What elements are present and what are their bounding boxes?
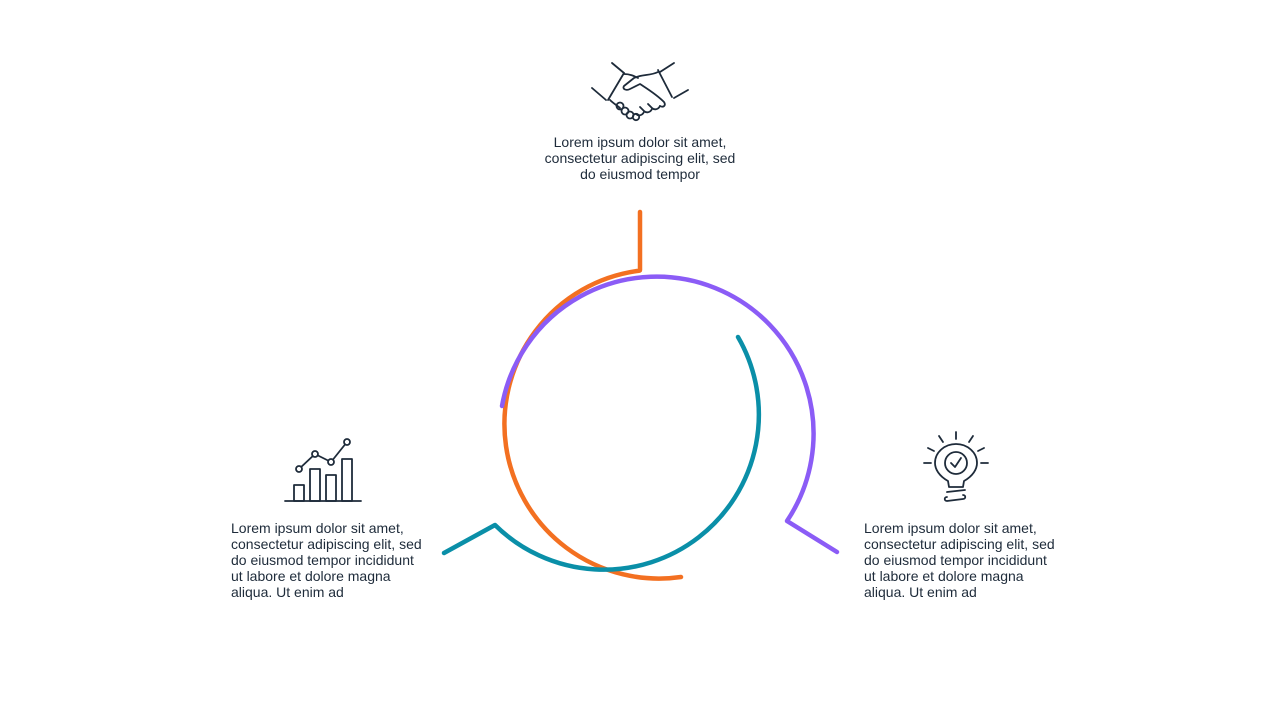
- bar-chart-icon: [283, 436, 365, 504]
- top-line-2: consectetur adipiscing elit, sed: [544, 150, 736, 166]
- handshake-icon: [588, 60, 692, 122]
- top-line-3: do eiusmod tempor: [580, 166, 700, 182]
- top-line-1: Lorem ipsum dolor sit amet,: [553, 134, 727, 150]
- top-description: Lorem ipsum dolor sit amet, consectetur …: [520, 134, 760, 182]
- teal-arc: [441, 334, 762, 572]
- left-line-2: consectetur adipiscing elit, sed: [231, 536, 422, 552]
- right-line-3: do eiusmod tempor incididunt: [864, 552, 1047, 568]
- orange-arc: [502, 209, 684, 581]
- left-line-1: Lorem ipsum dolor sit amet,: [231, 520, 404, 536]
- left-description: Lorem ipsum dolor sit amet, consectetur …: [231, 520, 451, 600]
- right-line-4: ut labore et dolore magna: [864, 568, 1024, 584]
- right-line-5: aliqua. Ut enim ad: [864, 584, 977, 600]
- left-line-3: do eiusmod tempor incididunt: [231, 552, 414, 568]
- left-line-5: aliqua. Ut enim ad: [231, 584, 344, 600]
- purple-arc: [499, 274, 840, 555]
- right-line-2: consectetur adipiscing elit, sed: [864, 536, 1055, 552]
- right-description: Lorem ipsum dolor sit amet, consectetur …: [864, 520, 1084, 600]
- right-line-1: Lorem ipsum dolor sit amet,: [864, 520, 1037, 536]
- left-line-4: ut labore et dolore magna: [231, 568, 391, 584]
- lightbulb-icon: [920, 430, 992, 506]
